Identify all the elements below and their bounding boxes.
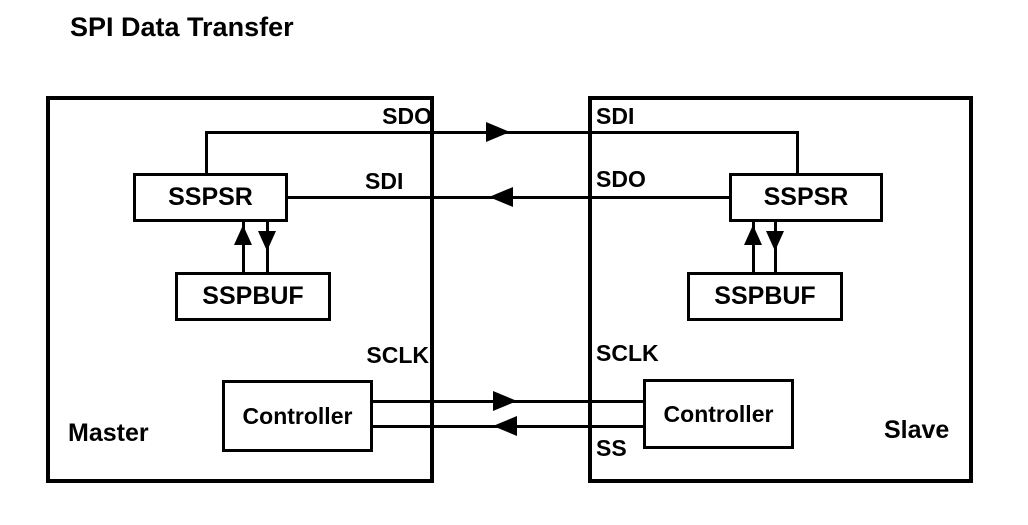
master-sspbuf-box: SSPBUF — [175, 272, 331, 321]
arrow-up-icon — [744, 225, 762, 245]
arrow-down-icon — [766, 231, 784, 251]
master-sspsr-sdo-riser-line — [205, 131, 208, 173]
master-sdi-pin-label: SDI — [365, 168, 404, 194]
slave-ss-pin-label: SS — [596, 435, 627, 461]
slave-sspsr-box: SSPSR — [729, 173, 883, 222]
slave-controller-box: Controller — [643, 379, 794, 449]
arrow-up-icon — [234, 225, 252, 245]
master-sclk-pin-label: SCLK — [366, 342, 429, 368]
slave-sspbuf-label: SSPBUF — [714, 282, 816, 310]
master-controller-label: Controller — [242, 402, 353, 429]
slave-sclk-pin-label: SCLK — [596, 340, 659, 366]
master-sspbuf-label: SSPBUF — [202, 282, 304, 310]
arrow-down-icon — [258, 231, 276, 251]
slave-sspbuf-up-line — [752, 221, 755, 273]
master-controller-box: Controller — [222, 380, 373, 452]
slave-sspbuf-box: SSPBUF — [687, 272, 843, 321]
slave-sdo-pin-label: SDO — [596, 166, 646, 192]
master-sspsr-label: SSPSR — [168, 183, 253, 211]
master-sspbuf-up-line — [242, 221, 245, 273]
arrow-right-icon — [486, 122, 510, 142]
arrow-left-icon — [493, 416, 517, 436]
slave-sspsr-sdi-drop-line — [796, 131, 799, 173]
slave-sdi-pin-label: SDI — [596, 103, 635, 129]
arrow-right-icon — [493, 391, 517, 411]
master-device-box — [46, 96, 434, 483]
diagram-title: SPI Data Transfer — [70, 12, 294, 42]
master-sspsr-box: SSPSR — [133, 173, 288, 222]
slave-controller-label: Controller — [663, 400, 774, 427]
slave-device-label: Slave — [884, 416, 950, 444]
master-device-label: Master — [68, 419, 149, 447]
master-sdo-pin-label: SDO — [382, 103, 432, 129]
arrow-left-icon — [489, 187, 513, 207]
slave-sspsr-label: SSPSR — [763, 183, 849, 211]
slave-device-box — [588, 96, 973, 483]
